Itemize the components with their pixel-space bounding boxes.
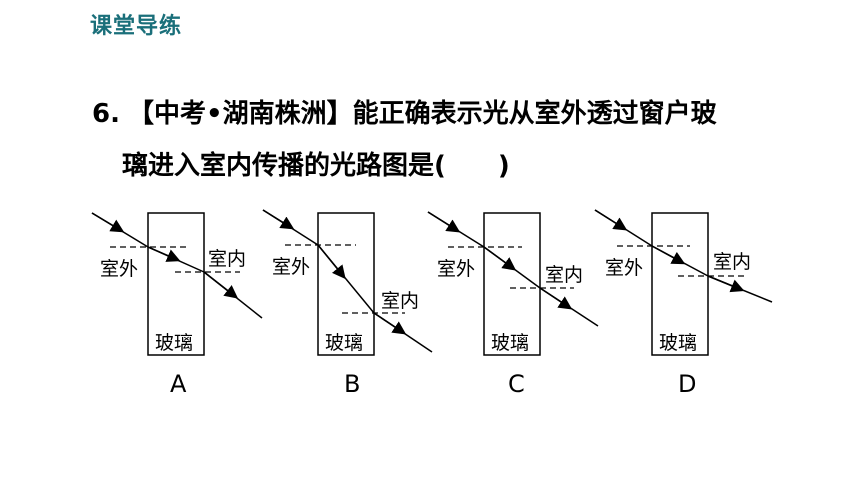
- outside-label-b: 室外: [272, 256, 310, 278]
- glass-pane-b: [317, 212, 375, 356]
- outside-label-d: 室外: [605, 257, 643, 279]
- question-number: 6.: [92, 99, 120, 129]
- option-label-d: D: [678, 370, 696, 398]
- inside-label-c: 室内: [545, 264, 583, 286]
- glass-arrow-b: [317, 244, 346, 280]
- glass-label-a: 玻璃: [155, 332, 193, 354]
- option-label-a: A: [170, 370, 187, 398]
- incident-arrow-b: [262, 209, 295, 230]
- incident-arrow-a: [91, 212, 125, 233]
- figure-b: 室外 室内 玻璃 B: [262, 209, 433, 398]
- inside-label-b: 室内: [381, 290, 419, 312]
- figure-c: 室外 室内 玻璃 C: [427, 211, 599, 398]
- emergent-arrow-b: [373, 312, 407, 335]
- outside-label-a: 室外: [100, 258, 138, 280]
- option-label-b: B: [344, 370, 360, 398]
- glass-label-d: 玻璃: [659, 332, 697, 354]
- incident-arrow-c: [427, 211, 461, 233]
- emergent-arrow-c: [539, 287, 573, 310]
- question-text: 6. 【中考•湖南株洲】能正确表示光从室外透过窗户玻 璃进入室内传播的光路图是( …: [92, 88, 832, 192]
- glass-arrow-a: [147, 246, 181, 262]
- glass-pane-c: [483, 212, 541, 356]
- inside-label-d: 室内: [713, 251, 751, 273]
- figure-d: 室外 室内 玻璃 D: [594, 209, 773, 398]
- section-title: 课堂导练: [90, 14, 183, 39]
- question-line-1: 6. 【中考•湖南株洲】能正确表示光从室外透过窗户玻: [92, 88, 832, 140]
- emergent-arrow-d: [707, 275, 745, 293]
- inside-label-a: 室内: [208, 248, 246, 270]
- glass-label-c: 玻璃: [491, 332, 529, 354]
- outside-label-c: 室外: [437, 258, 475, 280]
- glass-arrow-d: [651, 245, 686, 265]
- question-stem-1: 【中考•湖南株洲】能正确表示光从室外透过窗户玻: [128, 99, 717, 129]
- glass-pane-d: [651, 212, 709, 356]
- glass-arrow-c: [483, 246, 517, 271]
- emergent-arrow-a: [203, 271, 239, 299]
- option-label-c: C: [508, 370, 525, 398]
- incident-arrow-d: [594, 209, 628, 231]
- figure-a: 室外 室内 玻璃 A: [91, 212, 263, 398]
- glass-label-b: 玻璃: [325, 332, 363, 354]
- question-line-2: 璃进入室内传播的光路图是( ): [122, 151, 510, 181]
- glass-pane-a: [147, 212, 205, 356]
